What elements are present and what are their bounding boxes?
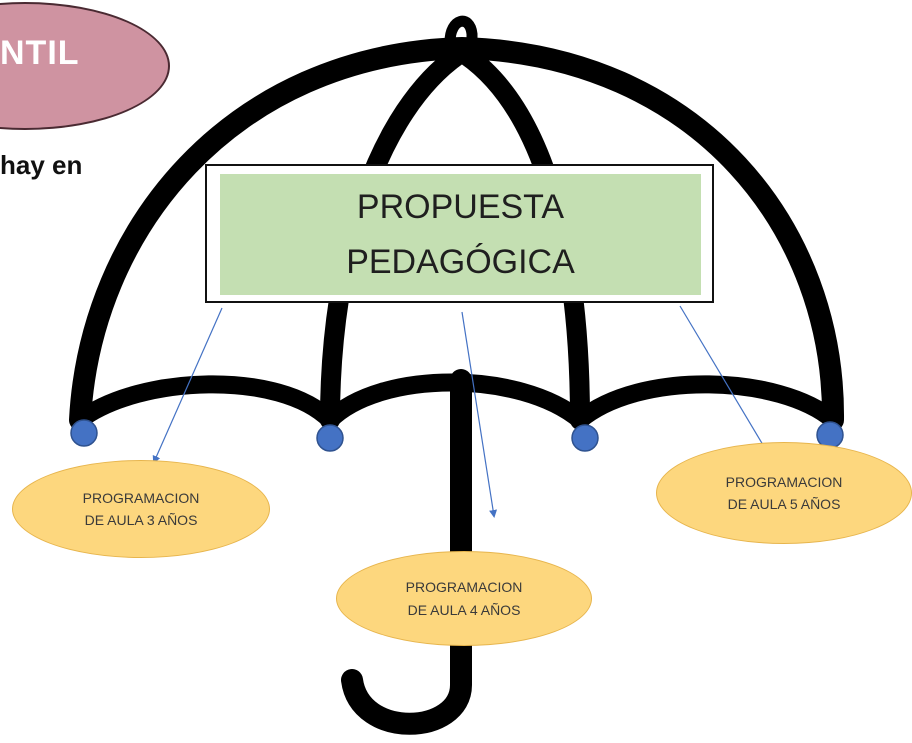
header-pill-label: NTIL — [0, 34, 80, 72]
umbrella-handle — [341, 369, 472, 735]
oval-label-line-1: PROGRAMACION — [405, 579, 523, 596]
umbrella-top-hook — [444, 15, 478, 54]
rib-tip-dot — [316, 424, 344, 452]
oval-label-line-2: DE AULA 3 AÑOS — [84, 512, 198, 528]
arrow-to-oval-5 — [679, 305, 774, 462]
programacion-3-anos-oval: PROGRAMACION DE AULA 3 AÑOS — [12, 460, 270, 558]
programacion-4-anos-oval: PROGRAMACION DE AULA 4 AÑOS — [336, 551, 592, 646]
programacion-5-anos-oval: PROGRAMACION DE AULA 5 AÑOS — [656, 442, 912, 544]
rib-tip-dot — [70, 419, 98, 447]
oval-label-line-2: DE AULA 4 AÑOS — [407, 601, 521, 618]
central-title-line-1: PROPUESTA — [356, 188, 565, 227]
truncated-body-text: hay en — [0, 150, 83, 180]
rib-tip-dot — [571, 424, 599, 452]
oval-label-line-1: PROGRAMACION — [725, 473, 843, 490]
oval-label-line-2: DE AULA 5 AÑOS — [727, 496, 841, 512]
propuesta-pedagogica-fill: PROPUESTA PEDAGÓGICA — [220, 174, 701, 295]
propuesta-pedagogica-box: PROPUESTA PEDAGÓGICA — [205, 164, 714, 303]
arrow-to-oval-4 — [461, 311, 498, 518]
arrow-to-oval-3 — [152, 307, 223, 464]
central-title-line-2: PEDAGÓGICA — [346, 242, 575, 281]
oval-label-line-1: PROGRAMACION — [82, 489, 200, 506]
